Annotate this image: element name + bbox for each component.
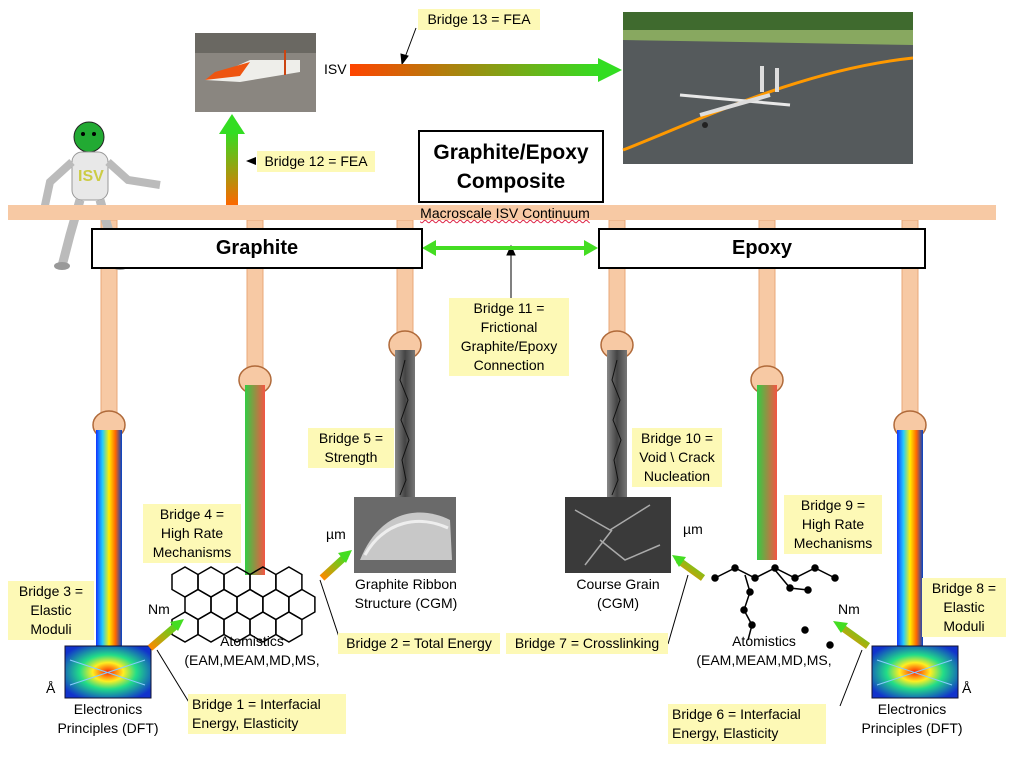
bridge-13-arrow [350,58,622,82]
electronics-label-right: Electronics Principles (DFT) [861,701,963,736]
nm-label-right: Nm [838,601,860,617]
angstrom-label-left: Å [46,680,56,696]
macroscale-beam [8,205,996,220]
nm-label-left: Nm [148,601,170,617]
atomistic-strand-right [757,385,777,560]
title-line-1: Graphite/Epoxy [433,140,589,164]
graphite-lattice [171,566,316,643]
epoxy-box: Epoxy [598,228,926,269]
bridge-13-note: Bridge 13 = FEA [418,9,540,30]
angstrom-label-right: Å [962,680,972,696]
epoxy-chains [711,564,839,649]
bridge-11-arrow [422,240,598,256]
bridge-9-note: Bridge 9 = High Rate Mechanisms [784,495,882,554]
bridge-10-note: Bridge 10 = Void \ Crack Nucleation [632,428,722,487]
scale-arrows [147,550,871,651]
atomistics-title-left: Atomistics [220,633,284,649]
atomistics-title-right: Atomistics [732,633,796,649]
bridge-4-note: Bridge 4 = High Rate Mechanisms [143,504,241,563]
uav-photo [622,12,914,164]
bridge-11-note: Bridge 11 = Frictional Graphite/Epoxy Co… [449,298,569,376]
isv-arrow-label: ISV [324,61,347,77]
bridge-5-note: Bridge 5 = Strength [308,428,394,468]
um-label-left: µm [326,526,346,542]
graphite-box: Graphite [91,228,423,269]
course-grain-label: Course Grain (CGM) [576,576,660,611]
atomistics-methods-right: (EAM,MEAM,MD,MS, [696,652,832,668]
hexagon-cell [275,611,303,643]
dft-strand-right [897,430,923,648]
um-label-right: µm [683,521,703,537]
bridge-8-note: Bridge 8 = Elastic Moduli [922,578,1006,637]
atomistics-methods-left: (EAM,MEAM,MD,MS, [184,652,320,668]
cgm-strand-left [395,350,415,498]
isv-model-photo [195,33,316,112]
title-line-2: Composite [456,169,566,193]
bridge-3-note: Bridge 3 = Elastic Moduli [8,581,94,640]
robot-isv-text: ISV [78,168,104,185]
fist-icons [92,330,927,440]
title-box: Graphite/Epoxy Composite [418,130,604,203]
beam-label: Macroscale ISV Continuum [420,205,590,221]
bridge-12-arrow [219,114,256,206]
bridge-6-note: Bridge 6 = Interfacial Energy, Elasticit… [668,704,826,744]
graphite-ribbon-label: Graphite Ribbon Structure (CGM) [354,576,458,611]
bridge-12-note: Bridge 12 = FEA [257,151,375,172]
atomistic-strand-left [245,385,265,575]
dft-strand-left [96,430,122,648]
bridge-1-note: Bridge 1 = Interfacial Energy, Elasticit… [188,694,346,734]
electronics-label-left: Electronics Principles (DFT) [57,701,159,736]
pointer-lines [156,27,863,707]
bridge-7-note: Bridge 7 = Crosslinking [506,633,668,654]
cgm-strand-right [607,350,627,498]
course-grain-image [565,497,671,573]
bridge-2-note: Bridge 2 = Total Energy [338,633,500,654]
